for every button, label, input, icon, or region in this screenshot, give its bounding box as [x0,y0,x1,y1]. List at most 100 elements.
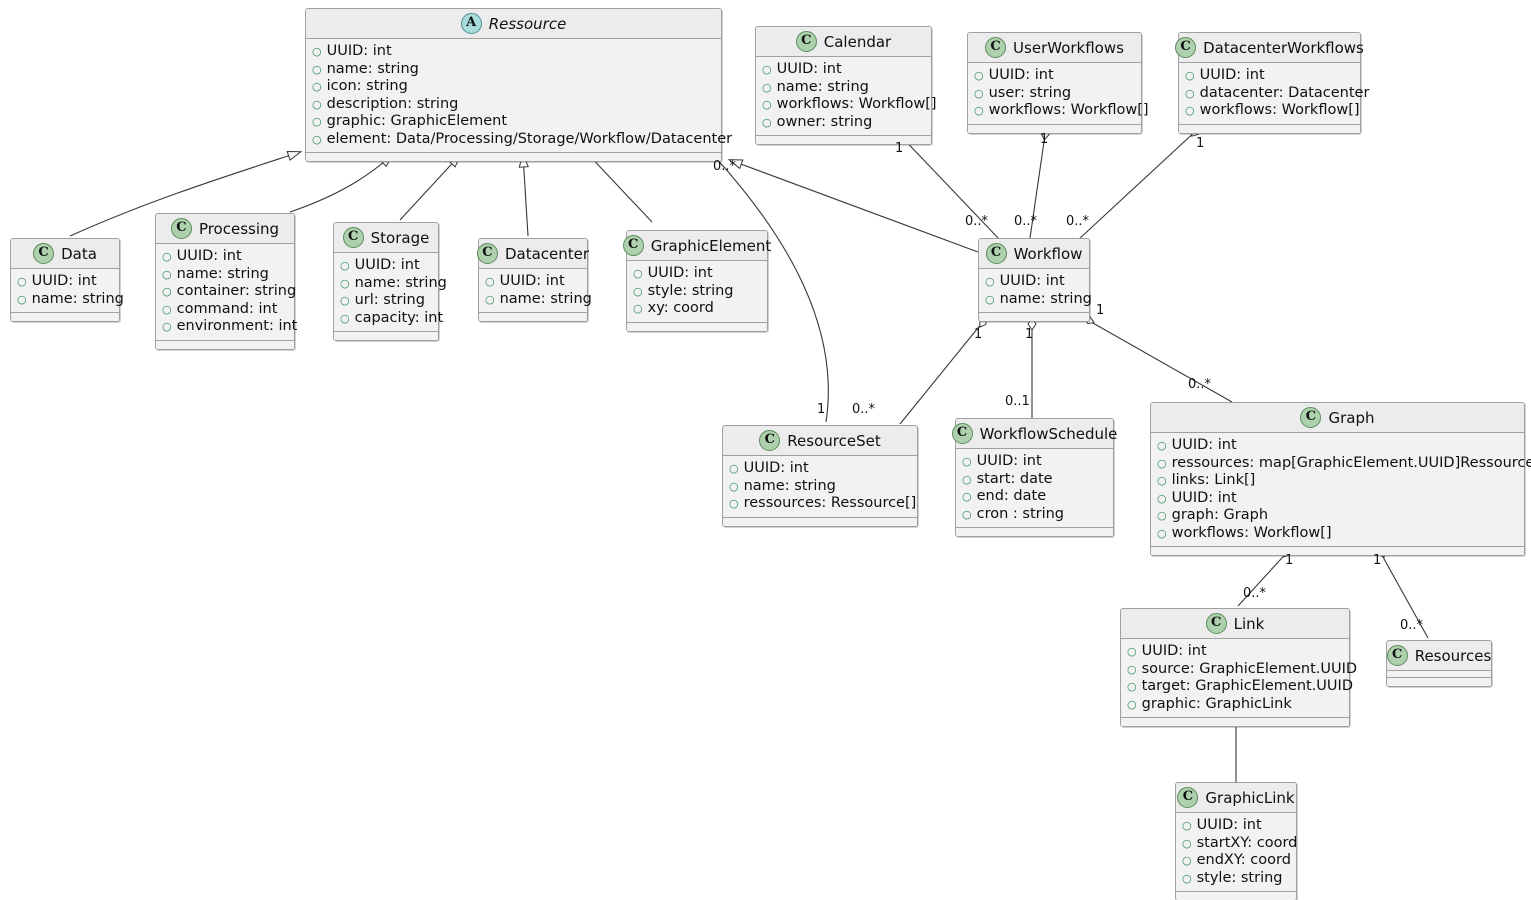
class-icon: C [795,31,817,52]
class-attributes: ○ UUID: int ○ ressources: map[GraphicElemen… [1151,433,1531,547]
attribute-text: UUID: int [988,67,1054,83]
abstract-class-icon: A [460,13,482,34]
class-name: Link [1233,614,1265,633]
visibility-public-icon: ○ [340,259,350,272]
attribute-text: UUID: int [647,265,713,281]
visibility-public-icon: ○ [162,285,172,298]
visibility-public-icon: ○ [729,479,739,493]
attribute-text: UUID: int [999,273,1065,289]
attribute-text: UUID: int [1171,489,1237,506]
class-attributes: ○UUID: int○startXY: coord○endXY: coord○s… [1176,813,1297,892]
visibility-public-icon: ○ [485,292,495,306]
attribute-text: ressources: Ressource[] [743,495,917,511]
attribute-text: description: string [326,95,459,112]
visibility-public-icon: ○ [1185,86,1195,100]
class-attribute: ○workflows: Workflow[] [1185,102,1360,120]
class-attribute: ○target: GraphicElement.UUID [1127,678,1353,696]
visibility-public-icon: ○ [485,275,495,288]
visibility-public-icon: ○ [1157,509,1167,522]
class-operations [156,340,294,349]
class-attributes: ○UUID: int○start: date○end: date○cron : … [956,449,1113,528]
class-attribute: ○description: string [312,96,715,114]
attribute-text: command: int [176,300,278,317]
visibility-public-icon: ○ [762,80,772,94]
visibility-public-icon: ○ [312,62,322,76]
class-operations [756,136,931,144]
multiplicity-label: 1 [1040,132,1049,147]
class-operations [306,153,721,161]
class-name: Datacenter [504,244,590,263]
class-attribute: ○UUID: int [1182,817,1290,835]
class-attributes: ○UUID: int○name: string [11,269,124,313]
class-icon: C [622,235,644,256]
visibility-public-icon: ○ [312,80,322,93]
visibility-public-icon: ○ [312,115,322,128]
class-name: DatacenterWorkflows [1203,38,1364,57]
class-attributes: ○UUID: int○datacenter: Datacenter○workfl… [1179,63,1369,125]
class-attribute: ○name: string [729,478,911,496]
class-attributes: ○UUID: int○name: string○ressources: Ress… [723,456,917,518]
attribute-text: UUID: int [1199,67,1265,83]
visibility-public-icon: ○ [729,462,739,475]
visibility-public-icon: ○ [1157,491,1167,505]
visibility-public-icon: ○ [1185,104,1195,117]
multiplicity-label: 1 [1096,303,1105,318]
attribute-text: UUID: int [499,273,565,289]
visibility-public-icon: ○ [162,320,172,333]
attribute-text: graphic: GraphicLink [1141,695,1292,712]
class-attribute: ○icon: string [312,78,715,96]
class-operations [1176,892,1296,900]
attribute-text: endXY: coord [1196,852,1291,868]
class-attribute: ○workflows: Workflow[] [1157,525,1518,543]
visibility-public-icon: ○ [962,507,972,521]
class-icon: C [1300,407,1322,428]
class-attribute: ○UUID: int [762,61,925,79]
class-attribute: ○startXY: coord [1182,835,1297,853]
multiplicity-label: 1 [1373,553,1382,568]
class-icon: C [951,423,973,444]
class-attribute: ○name: string [485,291,592,309]
class-name: Resources [1414,646,1492,665]
class-operations [627,322,767,331]
class-name: Workflow [1013,244,1083,263]
class-name: Storage [370,228,430,247]
visibility-public-icon: ○ [1157,526,1167,540]
class-operations [979,313,1089,321]
class-attributes: ○ UUID: int ○name: string [479,269,592,313]
visibility-public-icon: ○ [974,104,984,117]
attribute-text: ressources: map[GraphicElement.UUID]Ress… [1171,454,1531,471]
class-attribute: ○name: string [340,275,447,293]
class-operations [956,528,1113,536]
class-attribute: ○graph: Graph [1157,507,1518,525]
class-name: GraphicLink [1205,788,1295,807]
class-attribute: ○UUID: int [974,67,1135,85]
class-attribute: ○UUID: int [1127,643,1343,661]
class-attribute: ○command: int [162,301,288,319]
visibility-public-icon: ○ [1182,854,1192,867]
class-attribute: ○UUID: int [729,460,911,478]
multiplicity-label: 1 [974,327,983,342]
class-name: Calendar [823,32,892,51]
visibility-public-icon: ○ [1127,662,1137,676]
class-attribute: ○graphic: GraphicElement [312,113,715,131]
multiplicity-label: 0..* [713,159,737,174]
